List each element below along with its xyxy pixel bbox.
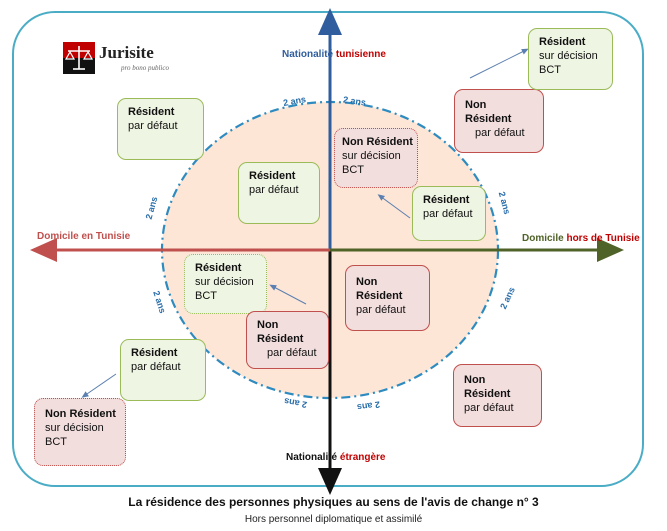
box-non-resident-bct-bl-outer: Non Résident sur décision BCT <box>34 398 126 466</box>
caption-subtitle: Hors personnel diplomatique et assimilé <box>244 514 423 525</box>
scales-of-justice-icon <box>63 42 95 74</box>
box-resident-bct-tr-outer: Résident sur décision BCT <box>528 28 613 90</box>
label-domicile-hors-tunisie: Domicile hors de Tunisie <box>522 233 640 244</box>
transition-arrow-tr-outer <box>469 48 529 79</box>
box-resident-default-tr-inner: Résident par défaut <box>412 186 486 241</box>
box-resident-default-tl-outer: Résident par défaut <box>117 98 204 160</box>
jurisite-logo: Jurisite pro bono publico <box>63 42 173 78</box>
label-nationalite-etrangere: Nationalité étrangère <box>286 452 386 463</box>
box-resident-default-bl-outer: Résident par défaut <box>120 339 206 401</box>
logo-name: Jurisite <box>99 43 154 62</box>
transition-arrow-bl-inner <box>269 284 307 305</box>
box-non-resident-default-br-inner: Non Résident par défaut <box>345 265 430 331</box>
label-nationalite-tunisienne: Nationalité tunisienne <box>282 49 386 60</box>
box-non-resident-bct-tr-inner: Non Résident sur décision BCT <box>334 128 418 188</box>
caption-title: La résidence des personnes physiques au … <box>128 495 539 509</box>
transition-arrow-tr-inner <box>377 194 411 219</box>
logo-tagline: pro bono publico <box>121 64 169 72</box>
box-non-resident-default-bl-inner: Non Résident par défaut <box>246 311 329 369</box>
label-domicile-tunisie: Domicile en Tunisie <box>37 231 131 242</box>
box-non-resident-default-br-outer: Non Résident par défaut <box>453 364 542 427</box>
box-resident-default-tl-inner: Résident par défaut <box>238 162 320 224</box>
transition-arrow-bl-outer <box>81 373 117 398</box>
box-non-resident-default-tr-outer: Non Résident par défaut <box>454 89 544 153</box>
box-resident-bct-bl-inner: Résident sur décision BCT <box>184 254 267 314</box>
